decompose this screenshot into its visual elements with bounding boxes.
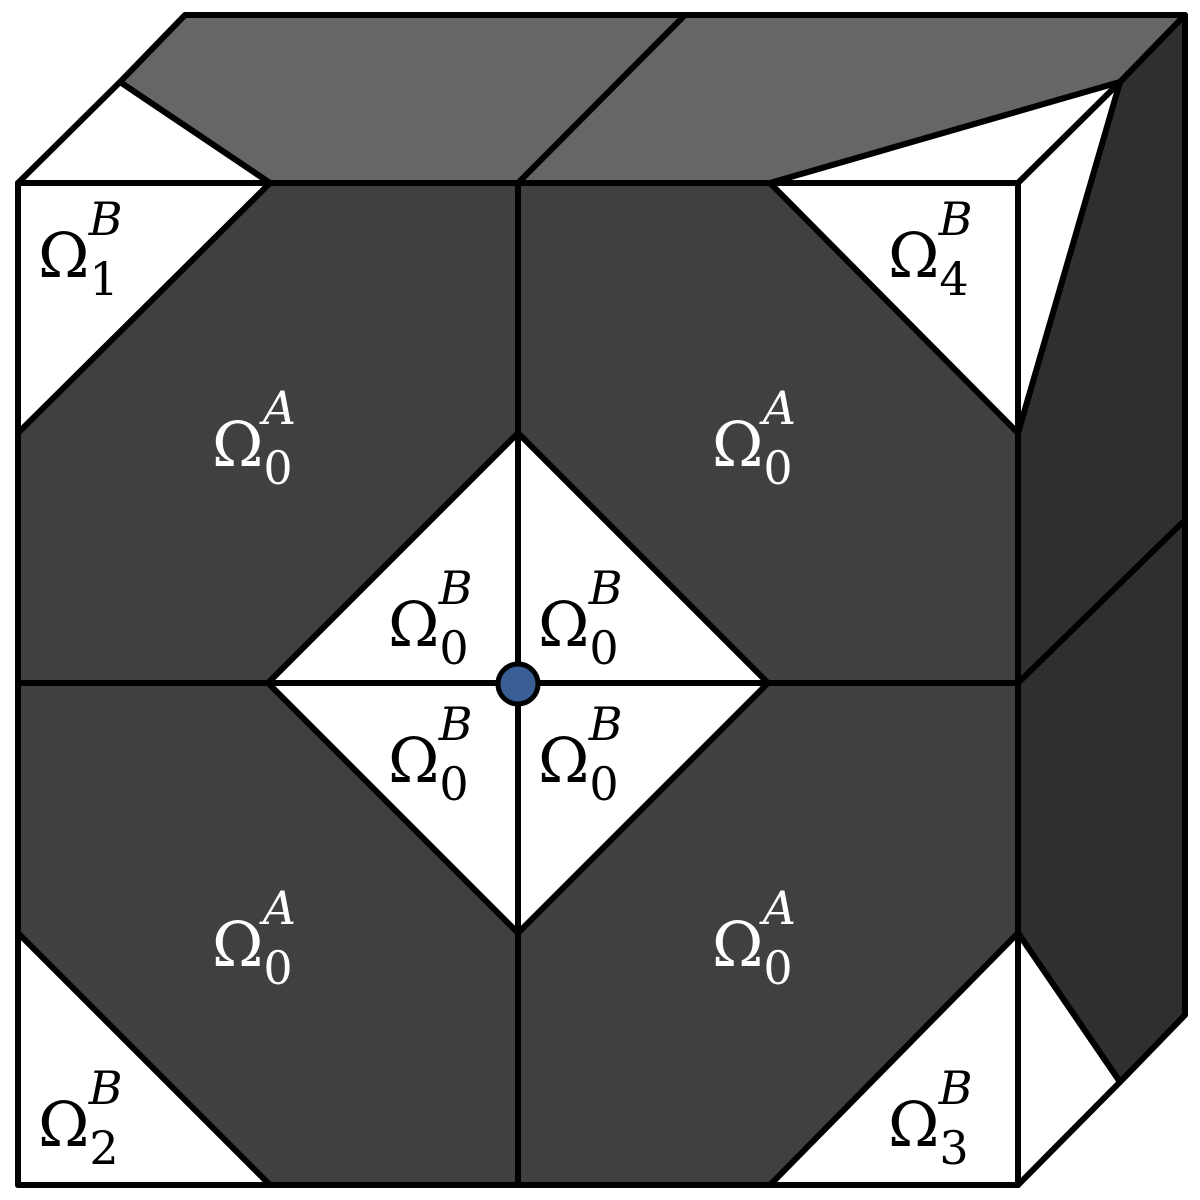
center-vertex-dot [495,661,541,707]
region-labels: Ω0A Ω0A Ω0A Ω0A Ω0B Ω0B Ω0B Ω0B Ω1B Ω4B [38,192,973,1175]
region-b-corner-3 [767,930,1021,1188]
label-b-center-lower-right: Ω0B [538,697,623,811]
label-b-corner-1: Ω1B [38,192,123,306]
label-b-corner-4: Ω4B [888,192,973,306]
region-b-corner-4 [767,180,1021,436]
label-b-corner-3: Ω3B [888,1061,973,1175]
region-b-corner-1 [15,180,273,436]
right-face [767,12,1188,1188]
front-face [15,180,1021,1188]
label-b-center-lower-left: Ω0B [388,697,473,811]
label-a-top-right: Ω0A [712,381,796,495]
label-b-center-upper-left: Ω0B [388,561,473,675]
label-a-bottom-right: Ω0A [712,881,796,995]
label-a-bottom-left: Ω0A [212,881,296,995]
label-b-corner-2: Ω2B [38,1061,123,1175]
region-b-corner-2 [15,930,273,1188]
label-b-center-upper-right: Ω0B [538,561,623,675]
label-a-top-left: Ω0A [212,381,296,495]
